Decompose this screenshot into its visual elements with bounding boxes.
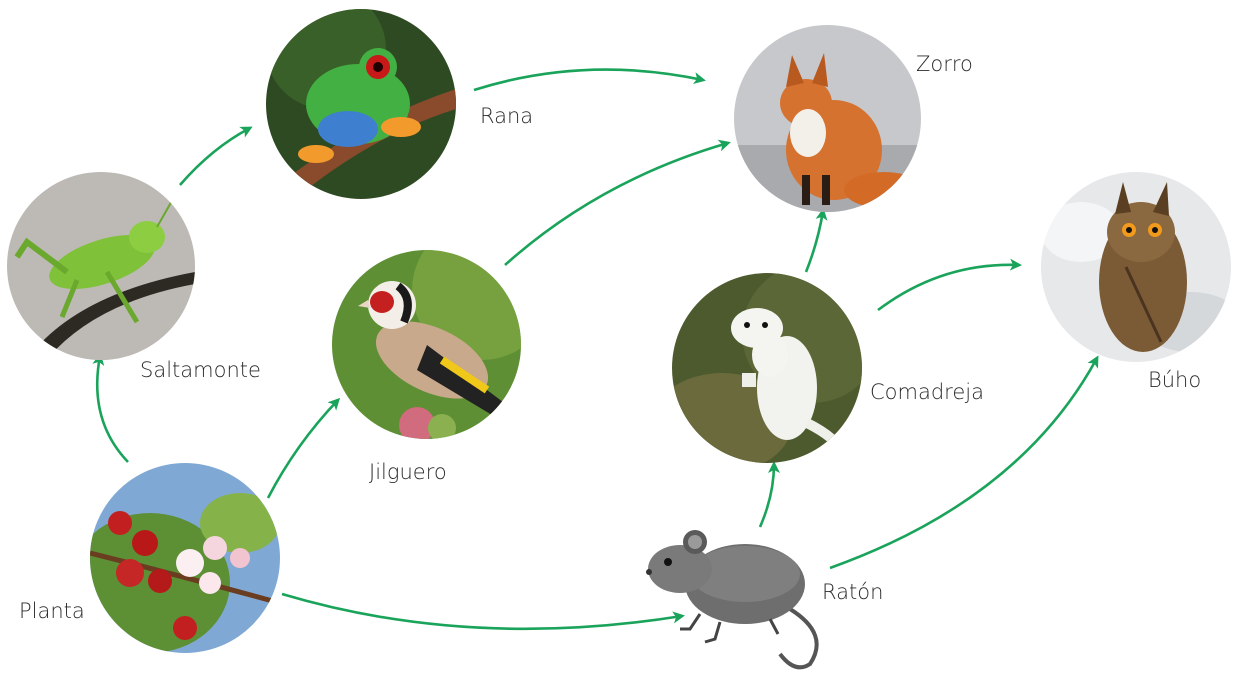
label-jilguero: Jilguero (369, 460, 447, 484)
label-comadreja: Comadreja (870, 380, 984, 404)
arrow-planta-saltamonte (92, 353, 129, 463)
label-saltamonte: Saltamonte (140, 358, 261, 382)
weasel-image (672, 273, 862, 463)
plant-image (90, 463, 280, 653)
grasshopper-image (7, 172, 195, 360)
arrow-rana-zorro (473, 68, 706, 92)
label-raton: Ratón (822, 580, 884, 604)
label-buho: Búho (1148, 368, 1202, 392)
arrow-raton-comadreja (758, 461, 780, 528)
arrow-raton-buho (829, 355, 1099, 570)
arrow-comadreja-buho (877, 258, 1022, 312)
arrow-jilguero-zorro (504, 139, 731, 266)
fox-image (734, 25, 921, 212)
owl-image (1041, 172, 1231, 362)
arrow-comadreja-zorro (804, 208, 828, 273)
label-zorro: Zorro (916, 52, 973, 76)
goldfinch-image (332, 250, 521, 439)
label-planta: Planta (19, 599, 85, 623)
label-rana: Rana (480, 104, 534, 128)
arrow-saltamonte-rana (179, 126, 253, 186)
frog-image (266, 9, 456, 199)
mouse-image (640, 514, 840, 674)
arrow-planta-jilguero (266, 397, 341, 499)
arrow-planta-raton (281, 592, 685, 631)
